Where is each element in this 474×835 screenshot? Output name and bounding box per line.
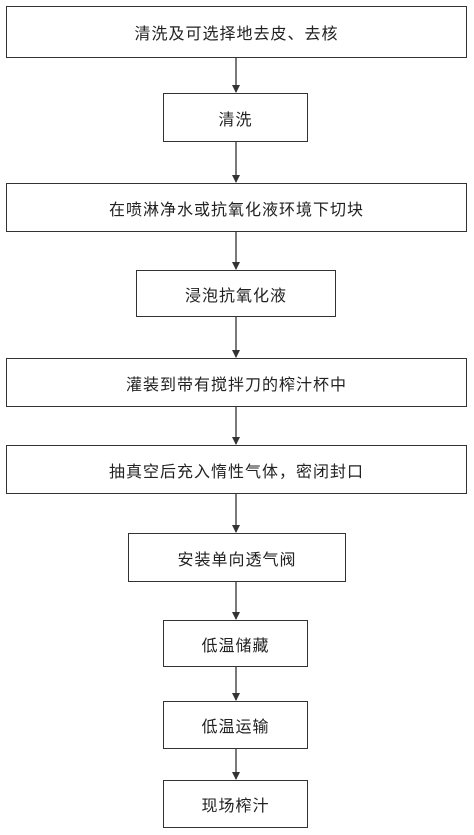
step-box-wash-peel-core: 清洗及可选择地去皮、去核	[6, 6, 467, 58]
step-box-onsite-juicing: 现场榨汁	[163, 780, 308, 828]
step-box-cold-storage: 低温储藏	[163, 620, 308, 667]
step-box-cold-transport: 低温运输	[163, 701, 308, 749]
step-box-install-valve: 安装单向透气阀	[128, 533, 346, 582]
step-box-vacuum-inert-seal: 抽真空后充入惰性气体，密闭封口	[6, 445, 467, 494]
step-box-cut-under-spray: 在喷淋净水或抗氧化液环境下切块	[6, 183, 467, 232]
step-box-soak-antioxidant: 浸泡抗氧化液	[136, 270, 336, 317]
step-box-fill-juicer-cup: 灌装到带有搅拌刀的榨汁杯中	[6, 358, 467, 407]
step-box-wash: 清洗	[163, 93, 308, 142]
